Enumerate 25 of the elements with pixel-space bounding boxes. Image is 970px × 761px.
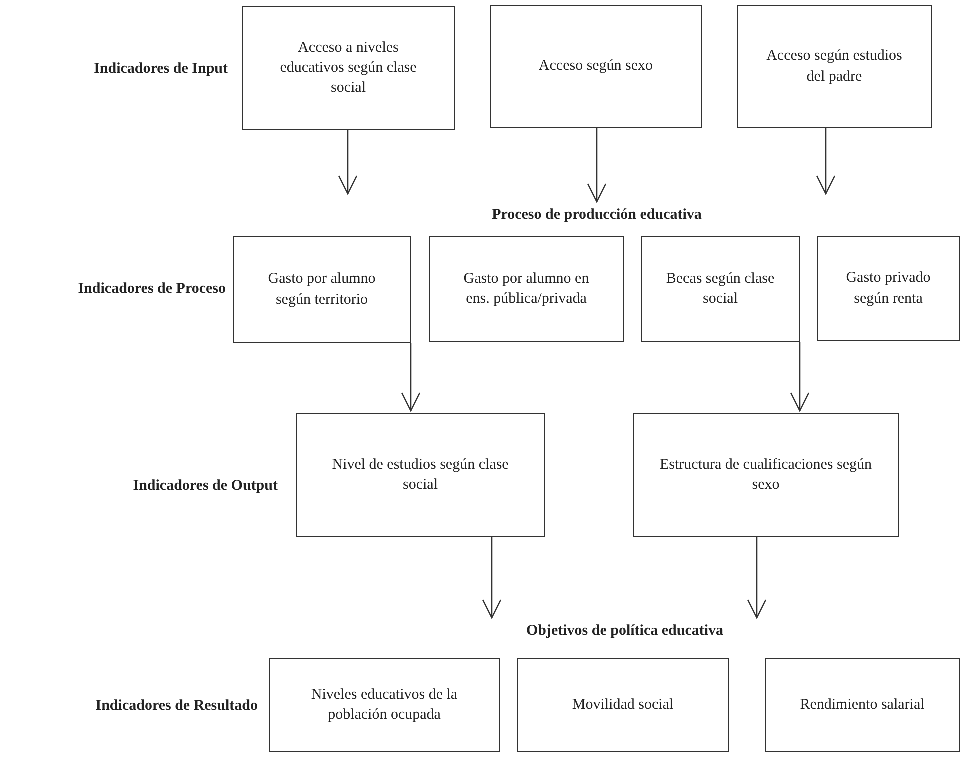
indicator-box: Gasto por alumno en ens. pública/privada [429,236,624,342]
indicator-box: Nivel de estudios según clase social [296,413,545,537]
indicator-box: Acceso según estudios del padre [737,5,932,128]
indicator-box: Gasto por alumno según territorio [233,236,411,343]
section-heading: Objetivos de política educativa [470,620,780,642]
row-heading: Indicadores de Proceso [77,280,226,299]
arrow [338,130,358,195]
indicator-box: Estructura de cualificaciones según sexo [633,413,899,537]
row-heading: Indicadores de Output [132,477,278,496]
arrow [482,537,502,619]
indicator-box: Acceso a niveles educativos según clase social [242,6,455,130]
indicator-box: Acceso según sexo [490,5,702,128]
row-heading: Indicadores de Resultado [94,697,258,716]
arrow [401,343,421,412]
section-heading: Proceso de producción educativa [470,204,724,226]
arrow [790,342,810,412]
indicator-box: Becas según clase social [641,236,800,342]
indicator-box: Movilidad social [517,658,729,752]
arrow [816,128,836,195]
arrow [587,128,607,203]
indicator-box: Niveles educativos de la población ocupada [269,658,500,752]
arrow [747,537,767,619]
row-heading: Indicadores de Input [93,60,228,79]
indicator-box: Rendimiento salarial [765,658,960,752]
indicator-box: Gasto privado según renta [817,236,960,341]
